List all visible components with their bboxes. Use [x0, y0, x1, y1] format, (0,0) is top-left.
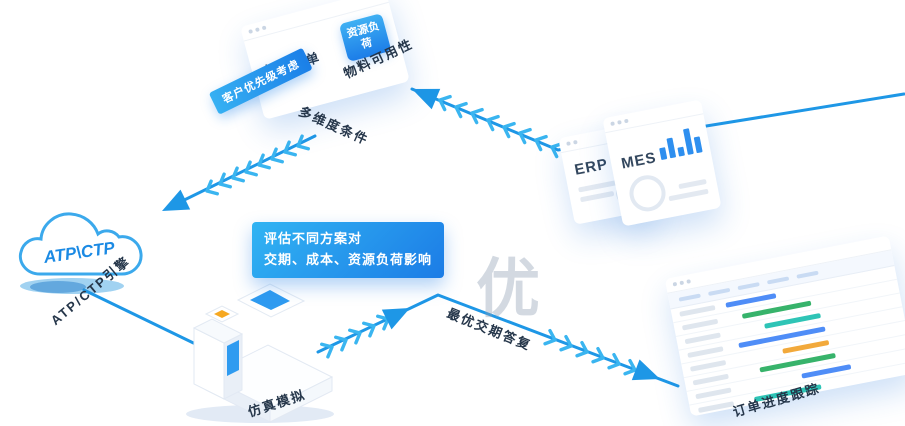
atp-ctp-cloud: ATP\CTP [18, 212, 143, 294]
window-dot-icon [573, 139, 578, 145]
mes-title: MES [619, 149, 658, 173]
arrowhead-to-cloud [157, 189, 191, 221]
gantt-header-tick [766, 275, 790, 285]
callout-line1: 评估不同方案对 [264, 231, 363, 246]
flow-line-cloud-to-simulation [82, 288, 214, 354]
chart-ring-icon [626, 172, 669, 215]
text-line-placeholder [678, 178, 707, 190]
window-dot-icon [566, 141, 571, 146]
text-line-placeholder [579, 190, 615, 203]
cloud-shape-icon [18, 212, 143, 276]
window-dot-icon [679, 280, 685, 286]
gantt-header-tick [678, 293, 701, 302]
cloud-shadow [20, 278, 124, 294]
window-dot-icon [248, 29, 254, 34]
bar-chart-bar [693, 136, 703, 154]
gantt-header-tick [707, 287, 731, 296]
bar-chart-bar [659, 147, 668, 161]
machine-screen-panel [227, 340, 239, 376]
arrowhead-to-conditions [407, 78, 441, 110]
mes-window: MES [602, 99, 722, 227]
gantt-header-tick [796, 270, 819, 279]
arrowhead-to-tracking [631, 359, 664, 390]
window-dot-icon [254, 27, 260, 33]
machine-bed-right [269, 376, 333, 423]
text-line-placeholder [668, 188, 709, 202]
callout-line2: 交期、成本、资源负荷影响 [264, 251, 433, 267]
window-dot-icon [686, 279, 691, 284]
window-dot-icon [623, 118, 629, 124]
bar-chart-bar [666, 137, 677, 159]
bar-chart-bar [682, 128, 694, 155]
chip-sheet-orange [214, 310, 230, 318]
watermark-character: 优 [476, 253, 540, 325]
erp-title: ERP [573, 155, 610, 179]
simulation-machine-illustration [186, 283, 334, 423]
window-dot-icon [261, 25, 267, 31]
cloud-shadow [30, 281, 86, 293]
window-dot-icon [617, 120, 622, 125]
machine-tower-top [192, 318, 244, 344]
window-dot-icon [672, 281, 678, 287]
floating-sheet-blueprint [250, 290, 290, 310]
flow-line-erp-to-conditions [410, 87, 905, 152]
gantt-header-tick [737, 281, 760, 290]
bar-chart-icon [655, 121, 703, 161]
flow-line-conditions-to-cloud [168, 134, 317, 209]
evaluation-callout: 评估不同方案对 交期、成本、资源负荷影响 [252, 222, 445, 278]
window-dot-icon [610, 121, 615, 127]
bar-chart-bar [677, 146, 685, 157]
